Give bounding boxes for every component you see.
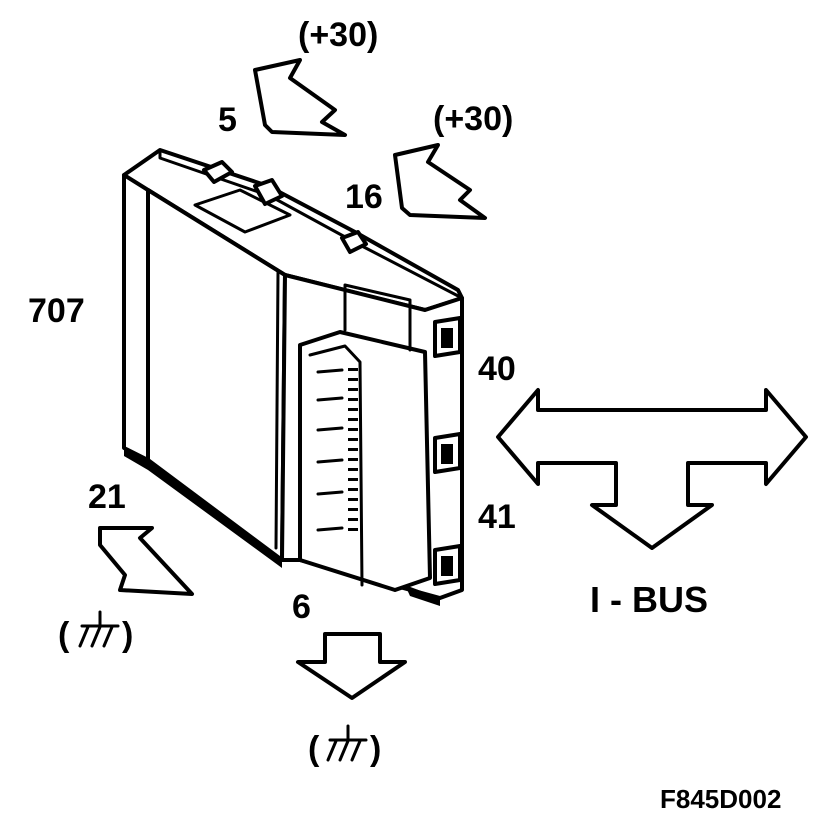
module-bottom-edge [124,448,282,568]
arrow-down-pin-6-icon [296,632,407,700]
mounting-clip-mid-slot [441,444,453,464]
control-module [122,148,464,606]
module-latch-rear [340,230,368,254]
connector-pin-contacts [348,368,358,531]
pin-6-label: 6 [292,588,311,626]
supply-label-pin-16: (+30) [433,100,513,138]
module-front-seam [274,270,280,550]
connector-pin-rows [316,368,344,532]
component-number-label: 707 [28,292,85,330]
figure-id-label: F845D002 [660,784,781,814]
pin-16-label: 16 [345,178,383,216]
module-latch-mid [253,178,284,206]
connector-housing [298,330,432,592]
connector-inner-frame [308,344,364,587]
ibus-label: I - BUS [590,579,708,620]
pin-5-label: 5 [218,101,237,139]
ground-paren-open-pin-21: ( [58,616,70,654]
mounting-clip-top-slot [441,328,453,348]
arrow-in-pin-16-icon [393,143,487,220]
arrow-out-pin-21-icon [98,526,194,596]
connector-recess [343,283,412,352]
ground-paren-open-pin-6: ( [308,730,320,768]
module-top-groove [193,188,292,234]
ground-paren-close-pin-6: ) [370,730,381,768]
module-left-face [122,166,150,462]
ground-paren-close-pin-21: ) [122,616,133,654]
pin-41-label: 41 [478,498,516,536]
pin-40-label: 40 [478,350,516,388]
module-bottom-foot [405,585,440,606]
ibus-double-t-arrow-icon [496,388,808,550]
supply-label-pin-5: (+30) [298,16,378,54]
pin-21-label: 21 [88,478,126,516]
ground-symbol-pin-21-icon [78,610,120,648]
arrow-in-pin-5-icon [253,58,347,137]
ground-symbol-pin-6-icon [326,724,368,762]
module-latch-top [202,160,234,184]
mounting-clip-bottom-slot [441,556,453,576]
